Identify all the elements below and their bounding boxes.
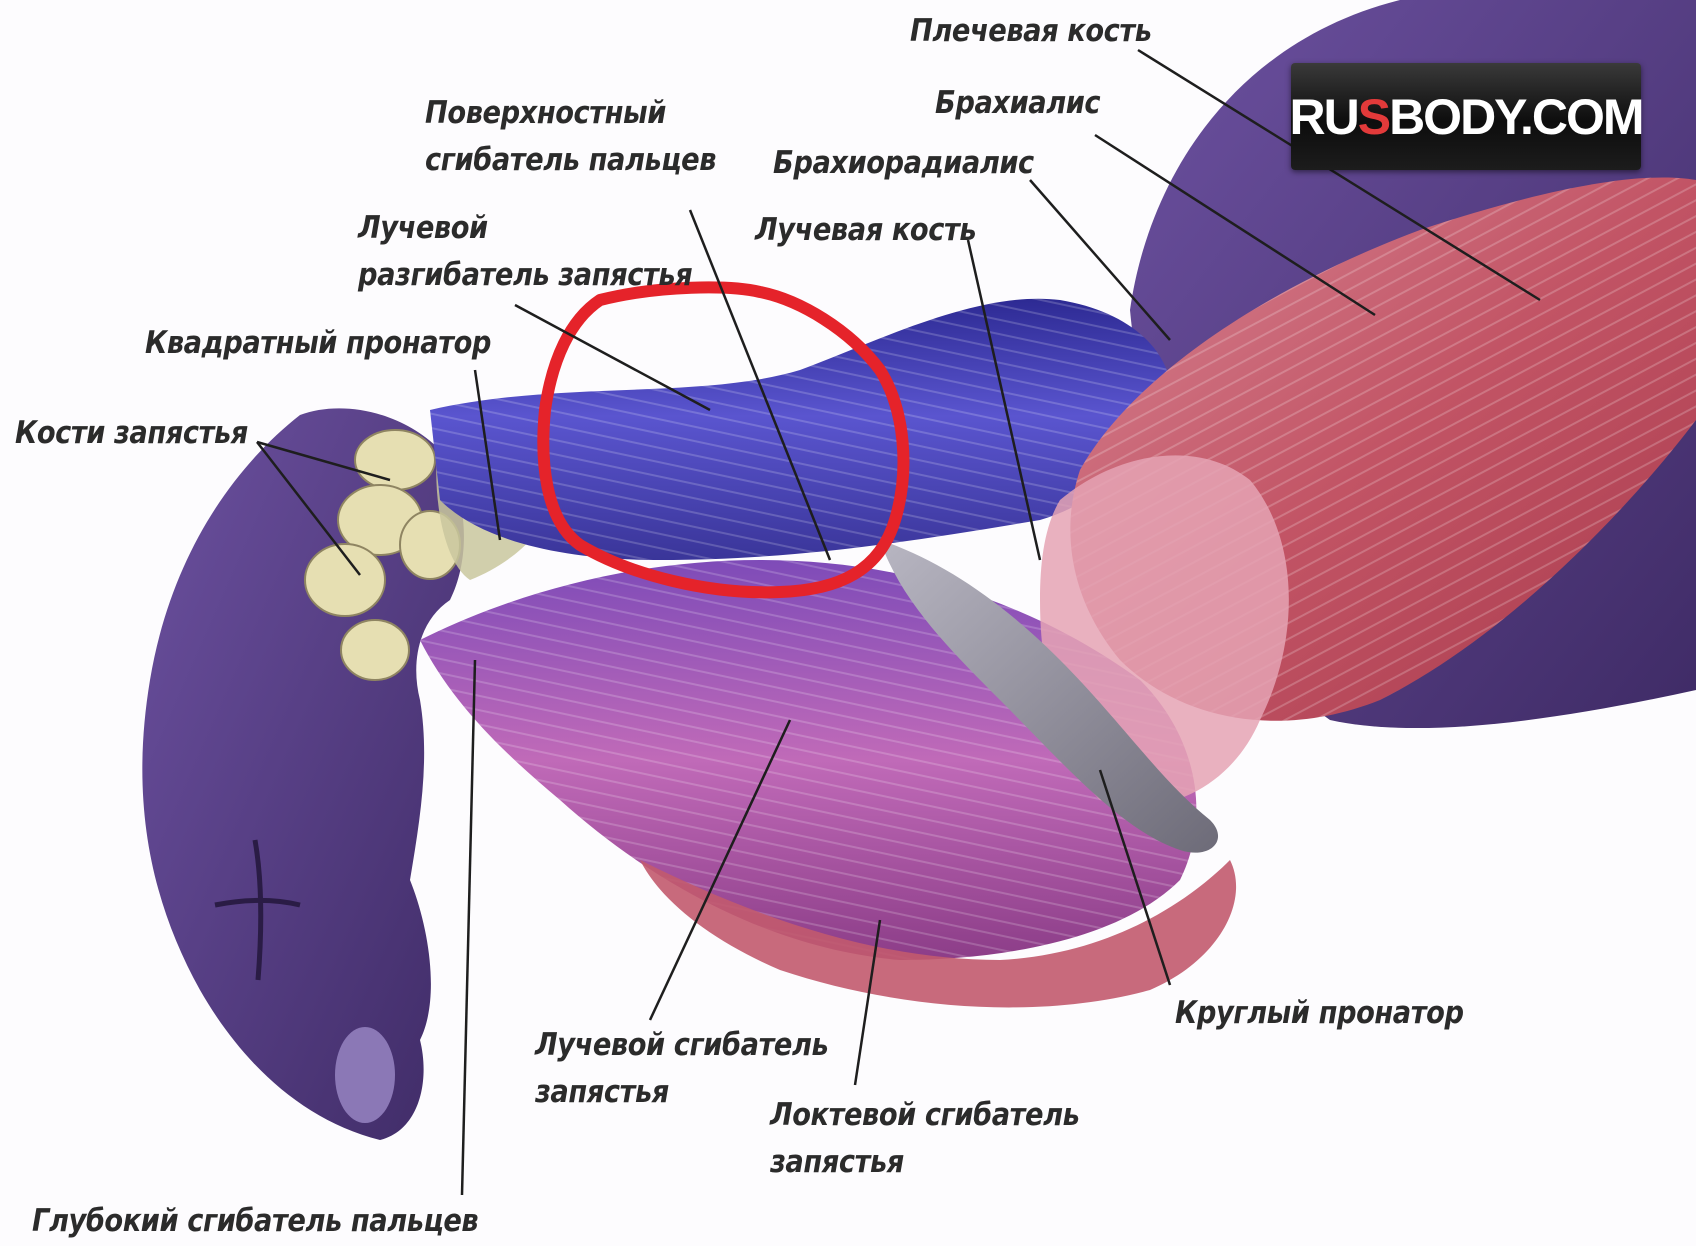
- label-brachioradialis: Брахиорадиалис: [773, 140, 1034, 187]
- label-carpal-bones: Кости запястья: [15, 410, 248, 457]
- label-radius: Лучевая кость: [755, 207, 976, 254]
- thumb-nail: [335, 1027, 395, 1123]
- label-pronator-teres: Круглый пронатор: [1175, 990, 1464, 1037]
- label-flexor-digitorum-profundus: Глубокий сгибатель пальцев: [32, 1198, 478, 1245]
- label-flexor-digitorum-superficialis: Поверхностный сгибатель пальцев: [425, 90, 716, 183]
- label-humerus: Плечевая кость: [910, 8, 1152, 55]
- label-extensor-carpi-radialis: Лучевой разгибатель запястья: [358, 205, 692, 298]
- label-pronator-quadratus: Квадратный пронатор: [145, 320, 491, 367]
- label-brachialis: Брахиалис: [935, 80, 1100, 127]
- label-flexor-carpi-ulnaris: Локтевой сгибатель запястья: [770, 1092, 1079, 1185]
